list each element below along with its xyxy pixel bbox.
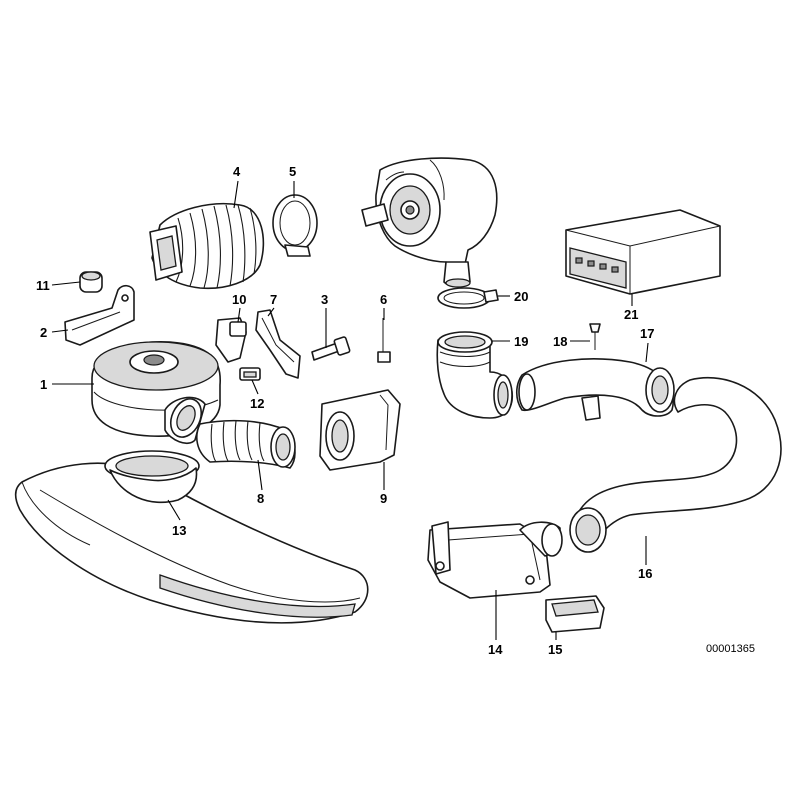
callout-19: 19 — [514, 334, 528, 349]
control-module-21-part — [565, 209, 721, 295]
bolt-3-part — [311, 336, 351, 361]
callout-16: 16 — [638, 566, 652, 581]
intake-funnel-part — [104, 450, 200, 504]
bellows-part — [149, 202, 265, 290]
callout-15: 15 — [548, 642, 562, 657]
baffle-plate-9-part — [319, 389, 401, 471]
callout-14: 14 — [488, 642, 503, 657]
callout-11: 11 — [36, 278, 50, 293]
callout-labels: 1 2 3 4 5 6 7 8 9 10 11 12 13 14 15 16 1… — [36, 164, 654, 657]
bracket-10-part — [215, 317, 247, 363]
duct-bracket-14-part — [427, 521, 563, 599]
screw-6-part — [377, 318, 391, 363]
callout-8: 8 — [257, 491, 264, 506]
bolt-12-part — [239, 367, 261, 381]
screw-18-part — [589, 323, 601, 350]
alternator-part — [361, 157, 498, 288]
callout-7: 7 — [270, 292, 277, 307]
leader-lines — [51, 180, 649, 640]
hose-clamp-20-part — [437, 287, 499, 309]
callout-13: 13 — [172, 523, 186, 538]
callout-20: 20 — [514, 289, 528, 304]
callout-2: 2 — [40, 325, 47, 340]
callout-17: 17 — [640, 326, 654, 341]
bracket-7-part — [255, 309, 301, 379]
hose-clamp-5-part — [272, 194, 318, 257]
small-duct-15-part — [545, 595, 605, 633]
grommet-11-part — [79, 271, 103, 293]
callout-9: 9 — [380, 491, 387, 506]
callout-6: 6 — [380, 292, 387, 307]
flex-hose-8-part — [196, 419, 296, 469]
callout-21: 21 — [624, 307, 638, 322]
drawing-code: 00001365 — [706, 643, 755, 655]
callout-3: 3 — [321, 292, 328, 307]
large-hose-16-part — [569, 376, 782, 553]
callout-1: 1 — [40, 377, 47, 392]
callout-18: 18 — [553, 334, 567, 349]
elbow-hose-19-part — [436, 331, 514, 419]
callout-5: 5 — [289, 164, 296, 179]
air-cleaner-part — [91, 341, 221, 445]
bracket-2-part — [64, 284, 135, 346]
callout-10: 10 — [232, 292, 246, 307]
hose-17-part — [515, 358, 675, 421]
callout-4: 4 — [233, 164, 241, 179]
callout-12: 12 — [250, 396, 264, 411]
